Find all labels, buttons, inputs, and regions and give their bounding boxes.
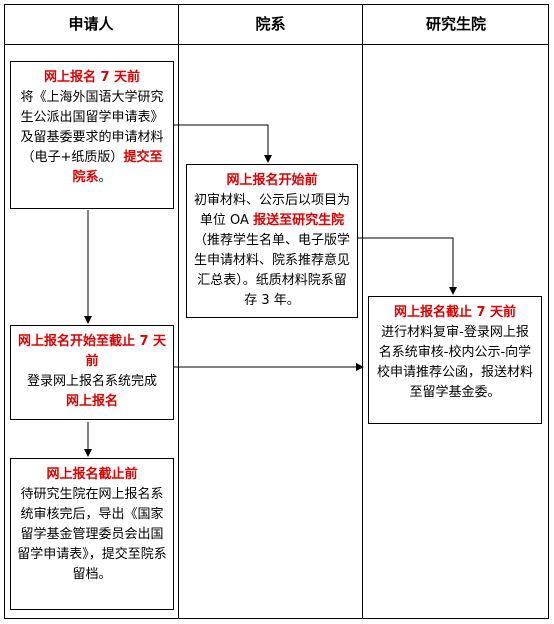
step-title: 网上报名截止前	[46, 467, 138, 482]
step-emphasis: 报送至研究生院	[253, 213, 345, 228]
step-body: 待研究生院在网上报名系统审核完后，导出《国家留学基金管理委员会出国留学申请表》，…	[17, 487, 167, 582]
header-divider	[4, 44, 549, 45]
step-body: 将《上海外国语大学研究生公派出国留学申请表》及留基委要求的申请材料（电子+纸质版…	[20, 90, 164, 165]
column-header-department: 院系	[255, 15, 286, 33]
arrow-a1-to-b1	[174, 124, 272, 163]
step-emphasis: 网上报名	[65, 394, 118, 409]
step-end: 。	[98, 170, 112, 185]
step-department-review: 网上报名开始前 初审材料、公示后以项目为单位 OA 报送至研究生院 （推荐学生名单…	[186, 164, 358, 318]
arrow-b1-to-c1	[358, 237, 457, 295]
step-body: 进行材料复审-登录网上报名系统审核-校内公示-向学校申请推荐公函，报送材料至留学…	[376, 325, 533, 400]
lane-divider-1	[178, 4, 179, 619]
step-body: 初审材料、公示后以项目为单位 OA	[193, 193, 350, 228]
step-body: 登录网上报名系统完成	[26, 374, 157, 389]
swimlane-frame	[4, 4, 549, 619]
step-emphasis: 提交至院系	[72, 150, 163, 185]
step-archive-application: 网上报名截止前 待研究生院在网上报名系统审核完后，导出《国家留学基金管理委员会出…	[10, 458, 174, 610]
step-graduate-school-review: 网上报名截止 7 天前 进行材料复审-登录网上报名系统审核-校内公示-向学校申请…	[368, 296, 542, 424]
step-title: 网上报名开始前	[226, 173, 318, 188]
column-header-applicant: 申请人	[68, 15, 114, 33]
step-title: 网上报名截止 7 天前	[393, 305, 517, 320]
step-online-registration: 网上报名开始至截止 7 天前 登录网上报名系统完成网上报名	[10, 325, 174, 420]
step-title: 网上报名 7 天前	[43, 70, 141, 85]
step-end: （推荐学生名单、电子版学生申请材料、院系推荐意见汇总表）。纸质材料院系留存 3 …	[193, 233, 350, 308]
step-submit-to-department: 网上报名 7 天前 将《上海外国语大学研究生公派出国留学申请表》及留基委要求的申…	[10, 61, 174, 209]
lane-divider-2	[362, 4, 363, 619]
step-title: 网上报名开始至截止 7 天前	[17, 334, 167, 369]
column-header-graduate-school: 研究生院	[425, 15, 486, 33]
